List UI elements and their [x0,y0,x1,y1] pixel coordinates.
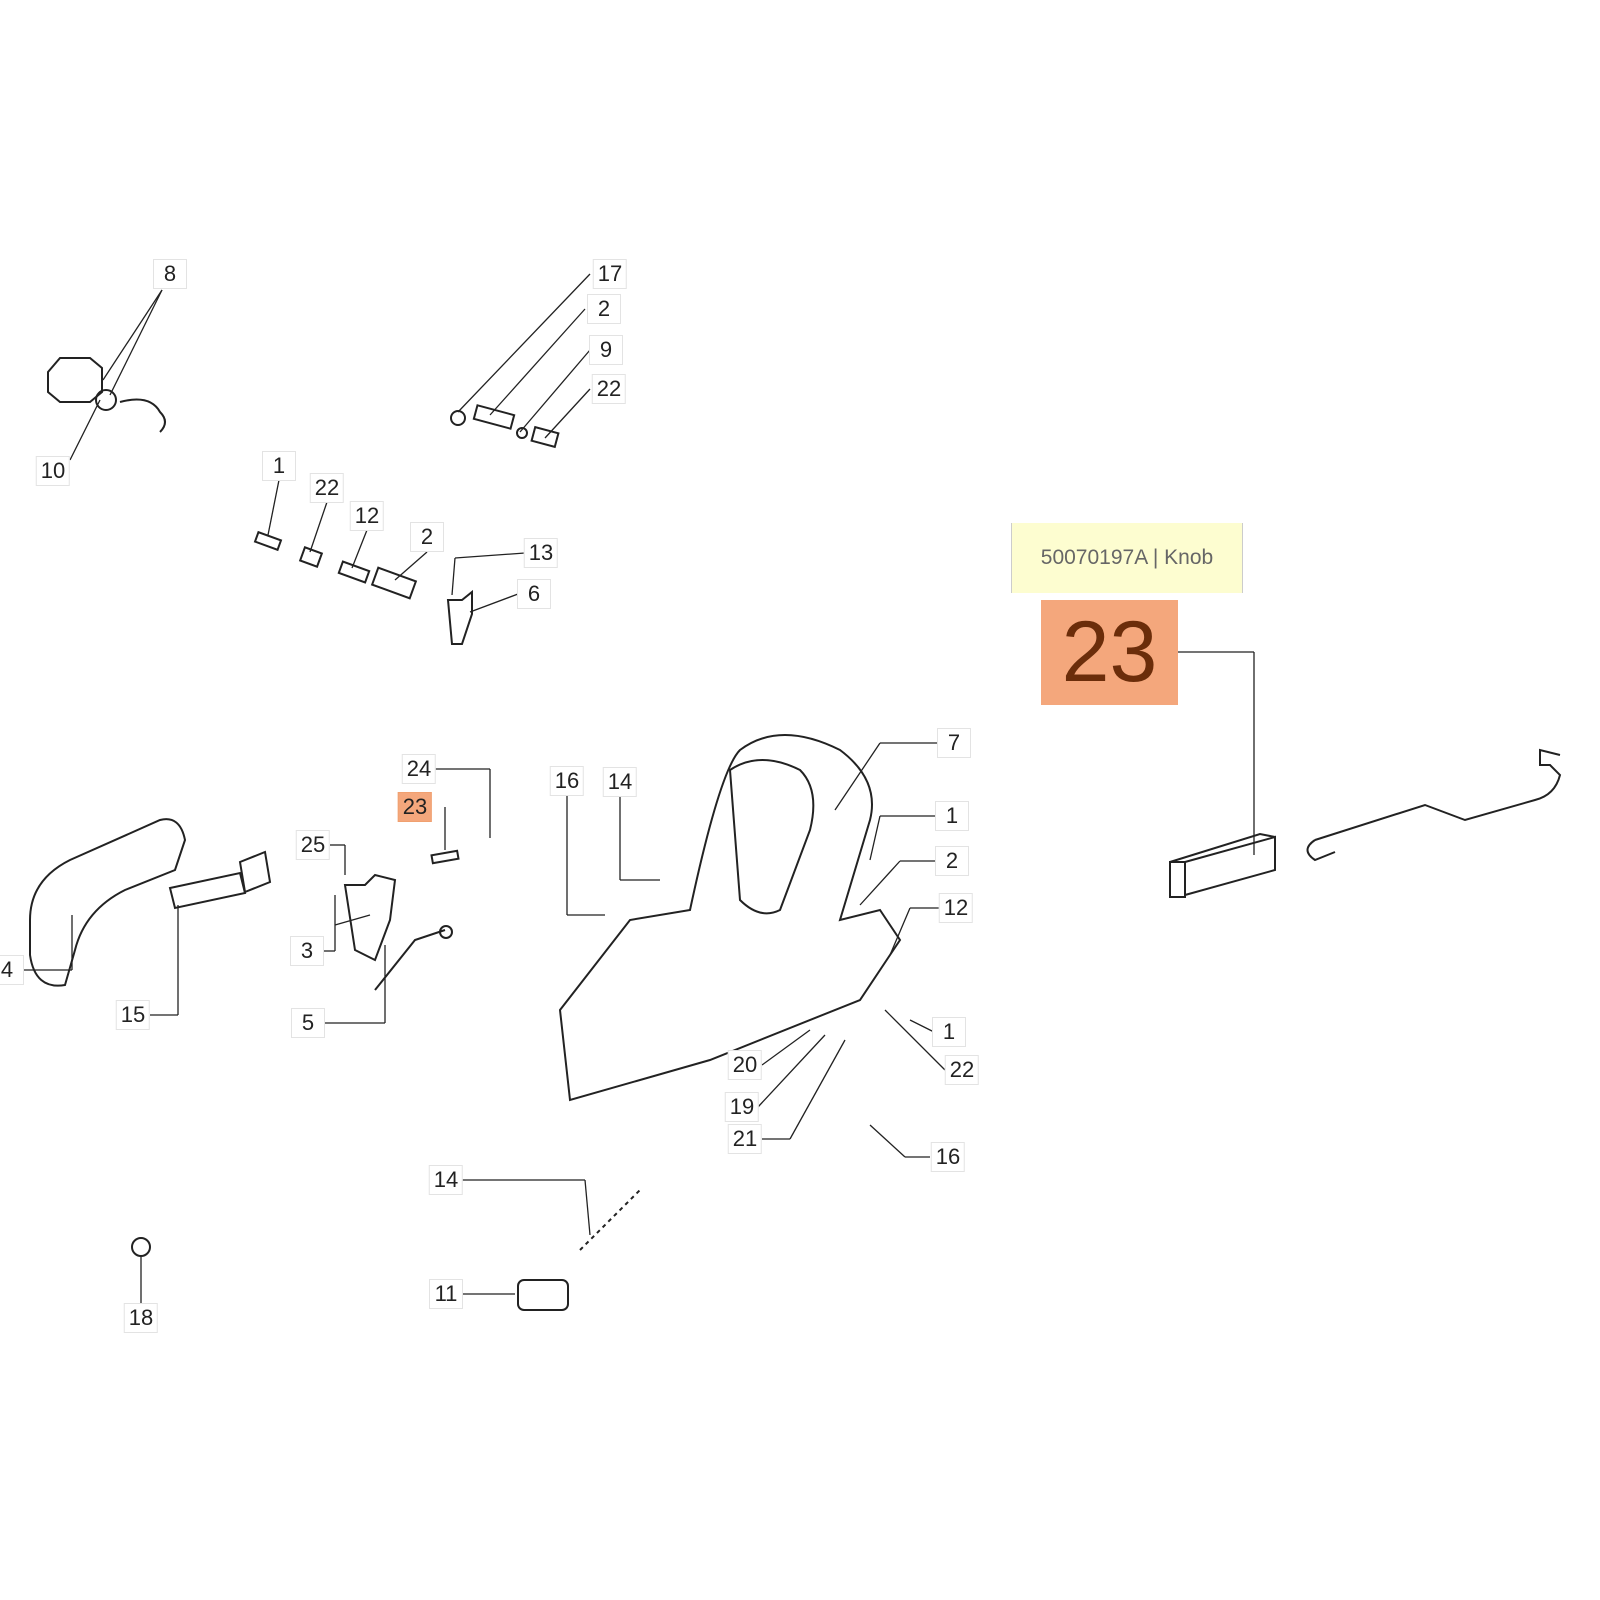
callout-label-1[interactable]: 1 [935,801,969,831]
leader-line [859,860,901,906]
callout-label-19[interactable]: 19 [724,1092,760,1122]
leader-line [789,1039,846,1140]
leader-line [869,1124,906,1158]
callout-label-1[interactable]: 1 [262,451,296,481]
part-tooltip: 50070197A | Knob [1011,523,1243,593]
part-23-knob[interactable] [430,849,460,865]
leader-line [909,1019,935,1033]
callout-label-14[interactable]: 14 [428,1165,464,1195]
selected-part-callout[interactable]: 23 [1041,600,1178,705]
callout-label-22[interactable]: 22 [309,473,345,503]
part-lever-spring[interactable] [343,873,453,991]
callout-label-17[interactable]: 17 [592,259,628,289]
callout-label-2[interactable]: 2 [410,522,444,552]
leader-line [451,557,456,596]
part-23-knob-detail[interactable] [1169,748,1562,898]
leader-line [544,388,591,439]
callout-label-11[interactable]: 11 [429,1279,463,1309]
callout-label-16[interactable]: 16 [930,1142,966,1172]
leader-line [489,308,586,416]
callout-label-1[interactable]: 1 [932,1017,966,1047]
callout-label-3[interactable]: 3 [290,936,324,966]
leader-line [454,552,526,559]
callout-label-12[interactable]: 12 [938,893,974,923]
callout-label-24[interactable]: 24 [401,754,437,784]
callout-label-22[interactable]: 22 [591,374,627,404]
leader-line [584,1179,591,1236]
leader-line [457,273,591,413]
leader-line [834,742,881,811]
leader-line [334,914,371,926]
part-screw-spring-set-mid[interactable] [253,530,473,645]
callout-label-20[interactable]: 20 [727,1050,763,1080]
leader-line [889,907,911,956]
part-rear-handle-housing[interactable] [558,734,902,1102]
callout-label-2[interactable]: 2 [935,846,969,876]
part-grommet[interactable] [131,1237,151,1257]
leader-line [69,399,101,461]
leader-line [309,501,328,553]
leader-line [109,289,163,396]
leader-line [757,1034,826,1108]
part-front-handle[interactable] [29,818,187,987]
part-cap-assembly[interactable] [47,357,166,433]
callout-label-9[interactable]: 9 [589,335,623,365]
callout-label-2[interactable]: 2 [587,294,621,324]
callout-label-10[interactable]: 10 [35,456,71,486]
callout-label-16[interactable]: 16 [549,766,585,796]
callout-label-7[interactable]: 7 [937,728,971,758]
callout-label-22[interactable]: 22 [944,1055,980,1085]
callout-label-5[interactable]: 5 [291,1008,325,1038]
callout-label-8[interactable]: 8 [153,259,187,289]
callout-label-25[interactable]: 25 [295,830,331,860]
callout-label-6[interactable]: 6 [517,579,551,609]
callout-label-21[interactable]: 21 [727,1124,763,1154]
leader-line [519,349,591,433]
callout-label-13[interactable]: 13 [523,538,559,568]
leader-line [267,479,280,536]
callout-label-18[interactable]: 18 [123,1303,159,1333]
leader-line [869,815,881,861]
callout-label-12[interactable]: 12 [349,501,385,531]
leader-line [884,1009,946,1071]
part-screw-spring-set-top[interactable] [450,404,560,449]
callout-label-23[interactable]: 23 [397,792,433,822]
callout-label-4[interactable]: 4 [0,955,24,985]
callout-label-14[interactable]: 14 [602,767,638,797]
part-filter[interactable] [517,1189,641,1311]
leader-line [102,289,163,381]
part-throttle-trigger[interactable] [168,850,272,910]
leader-line [351,529,368,569]
callout-label-15[interactable]: 15 [115,1000,151,1030]
leader-line [469,593,519,613]
leader-line [761,1029,811,1066]
